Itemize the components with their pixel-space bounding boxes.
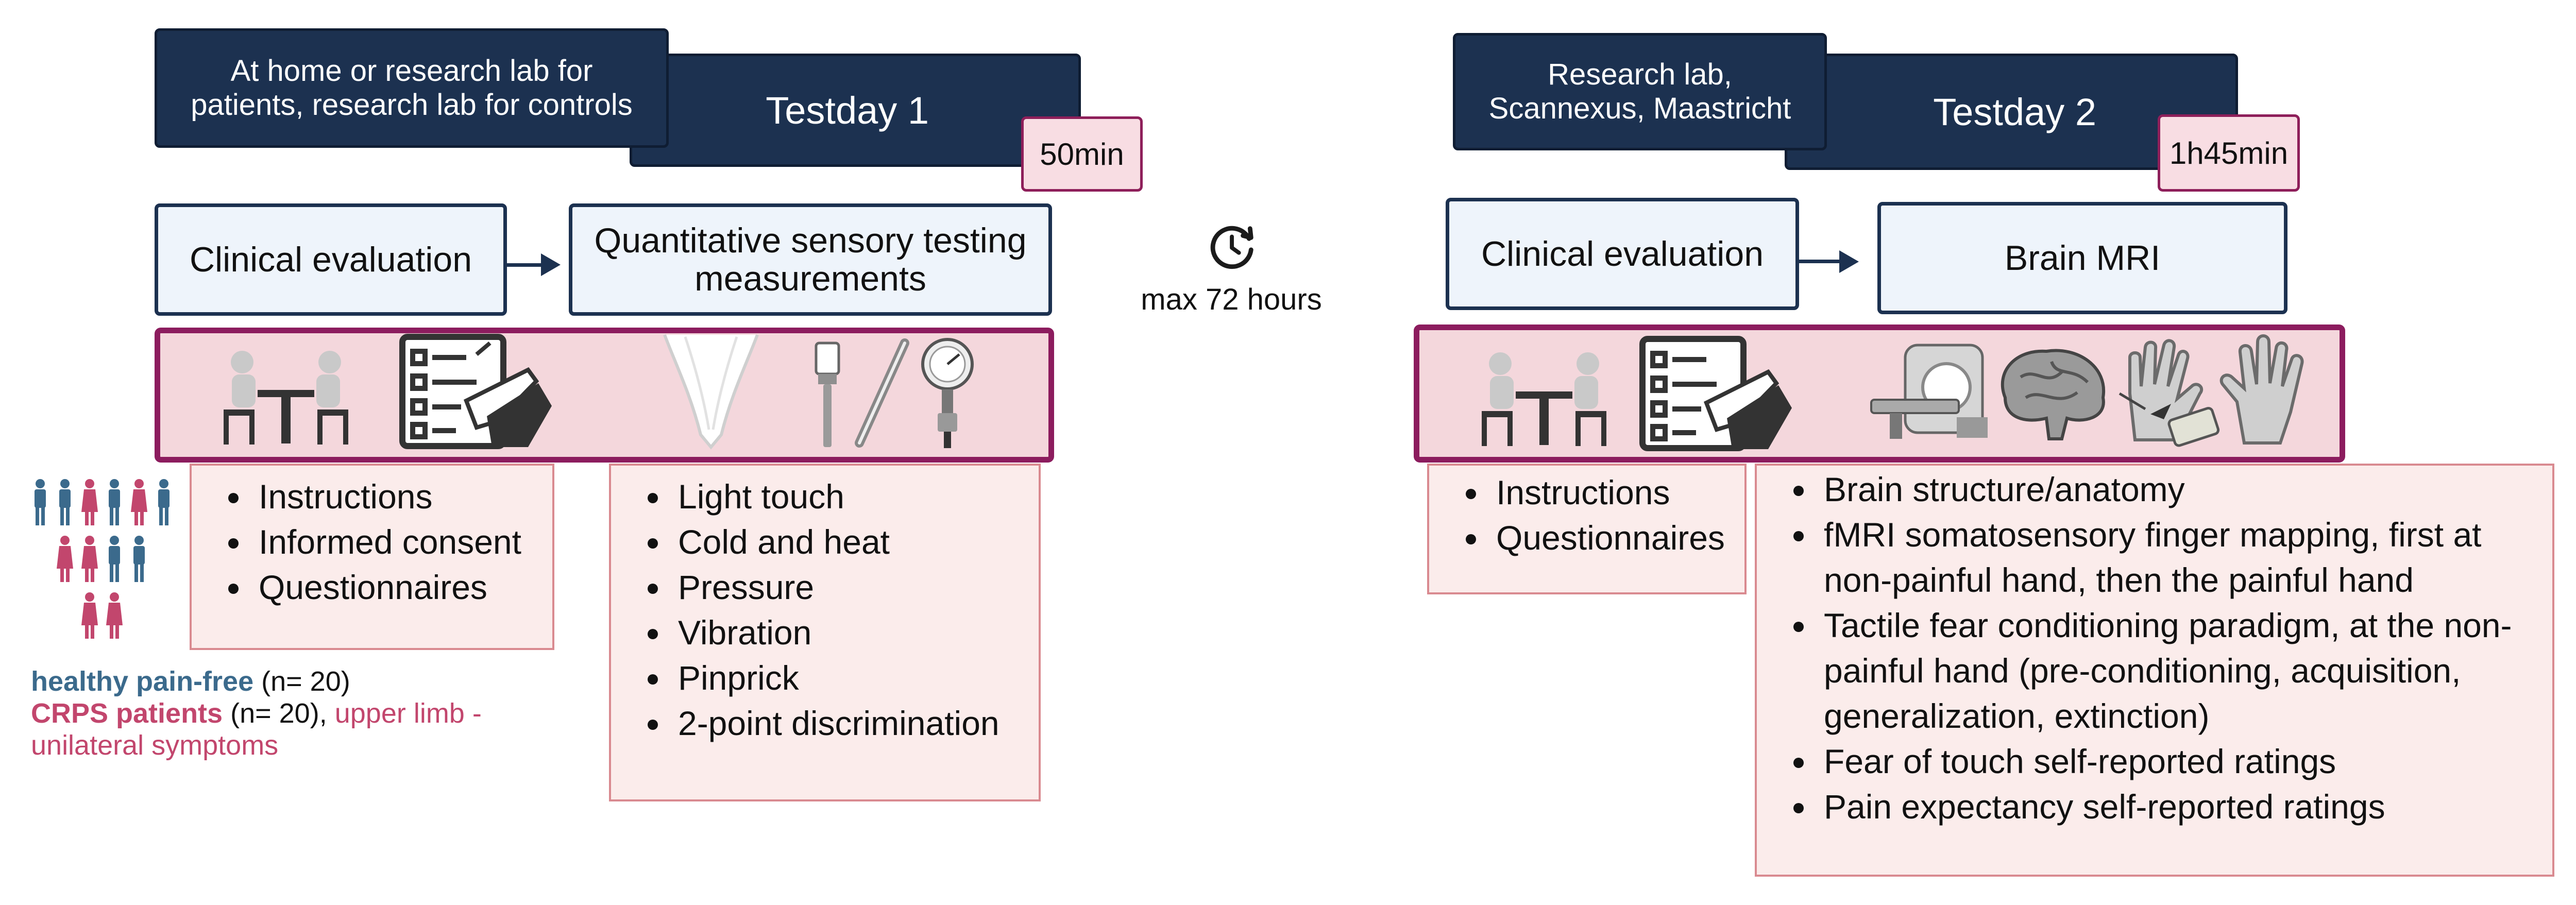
list-item: 2-point discrimination (672, 701, 1039, 746)
list-item: Cold and heat (672, 519, 1039, 565)
testday1-duration: 50min (1040, 136, 1124, 172)
testday1-step-clinical: Clinical evaluation (155, 203, 507, 316)
step-label: Brain MRI (2004, 238, 2161, 278)
testday1-qst-list: Light touch Cold and heat Pressure Vibra… (609, 464, 1041, 801)
testday1-duration-badge: 50min (1021, 116, 1143, 192)
step-label: Clinical evaluation (189, 240, 472, 279)
list-item: Questionnaires (1490, 515, 1744, 560)
testday2-admin-list: Instructions Questionnaires (1427, 464, 1747, 594)
list-item: Tactile fear conditioning paradigm, at t… (1818, 603, 2537, 739)
list-item: Fear of touch self-reported ratings (1818, 739, 2537, 784)
testday1-location: At home or research lab for patients, re… (191, 54, 633, 122)
list-item: Questionnaires (252, 565, 552, 610)
participants-icon (35, 479, 170, 639)
consultation-icon (224, 351, 348, 445)
testday2-location: Research lab, Scannexus, Maastricht (1488, 58, 1791, 125)
list-item: Brain structure/anatomy (1818, 467, 2537, 512)
testday1-admin-list: Instructions Informed consent Questionna… (190, 464, 554, 650)
legend: healthy pain-free (n= 20) CRPS patients … (31, 665, 546, 761)
list-item: Pinprick (672, 655, 1039, 701)
crps-detail: upper limb - unilateral symptoms (31, 698, 482, 761)
testday1-step-qst: Quantitative sensory testing measurement… (569, 203, 1052, 316)
list-item: Vibration (672, 610, 1039, 655)
testday2-step-clinical: Clinical evaluation (1446, 198, 1799, 310)
testday1-title-box: Testday 1 (630, 54, 1081, 167)
testday2-duration-badge: 1h45min (2158, 114, 2300, 192)
arrow-icon (507, 263, 542, 267)
crps-label: CRPS patients (31, 698, 223, 729)
list-item: Light touch (672, 474, 1039, 519)
crps-count: (n= 20), (230, 698, 327, 729)
legend-crps: CRPS patients (n= 20), upper limb - unil… (31, 697, 526, 761)
testday2-step-mri: Brain MRI (1877, 202, 2287, 314)
list-item: Pain expectancy self-reported ratings (1818, 784, 2537, 829)
list-item: Pressure (672, 565, 1039, 610)
brush-icon (815, 341, 840, 447)
testday2-mri-list: Brain structure/anatomy fMRI somatosenso… (1755, 464, 2554, 877)
interval-label: max 72 hours (1141, 283, 1322, 316)
legend-healthy: healthy pain-free (n= 20) (31, 665, 546, 697)
testday1-title: Testday 1 (766, 89, 929, 132)
list-item: Informed consent (252, 519, 552, 565)
mri-scanner-icon (1870, 344, 1988, 439)
open-hand-icon (2219, 334, 2304, 445)
rod-icon (855, 338, 909, 448)
arm-illustration-icon (663, 334, 759, 450)
testday2-location-box: Research lab, Scannexus, Maastricht (1453, 33, 1827, 150)
brain-icon (2001, 349, 2106, 440)
arrow-head-icon (541, 253, 561, 276)
arrow-icon (1799, 260, 1840, 263)
time-cycle-icon (1210, 226, 1253, 269)
questionnaire-icon (399, 334, 552, 449)
step-label: Quantitative sensory testing measurement… (594, 221, 1027, 298)
step-label: Clinical evaluation (1481, 234, 1764, 274)
list-item: fMRI somatosensory finger mapping, first… (1818, 512, 2537, 603)
arrow-head-icon (1839, 250, 1859, 273)
hand-stimulator-icon (2119, 339, 2220, 447)
list-item: Instructions (252, 474, 552, 519)
testday2-duration: 1h45min (2169, 135, 2289, 170)
healthy-count: (n= 20) (261, 666, 350, 697)
healthy-label: healthy pain-free (31, 666, 254, 697)
list-item: Instructions (1490, 470, 1744, 515)
testday2-title: Testday 2 (1933, 90, 2096, 133)
testday1-location-box: At home or research lab for patients, re… (155, 28, 669, 148)
questionnaire-icon (1639, 336, 1792, 451)
pressure-gauge-icon (921, 338, 974, 448)
consultation-icon (1482, 352, 1606, 446)
